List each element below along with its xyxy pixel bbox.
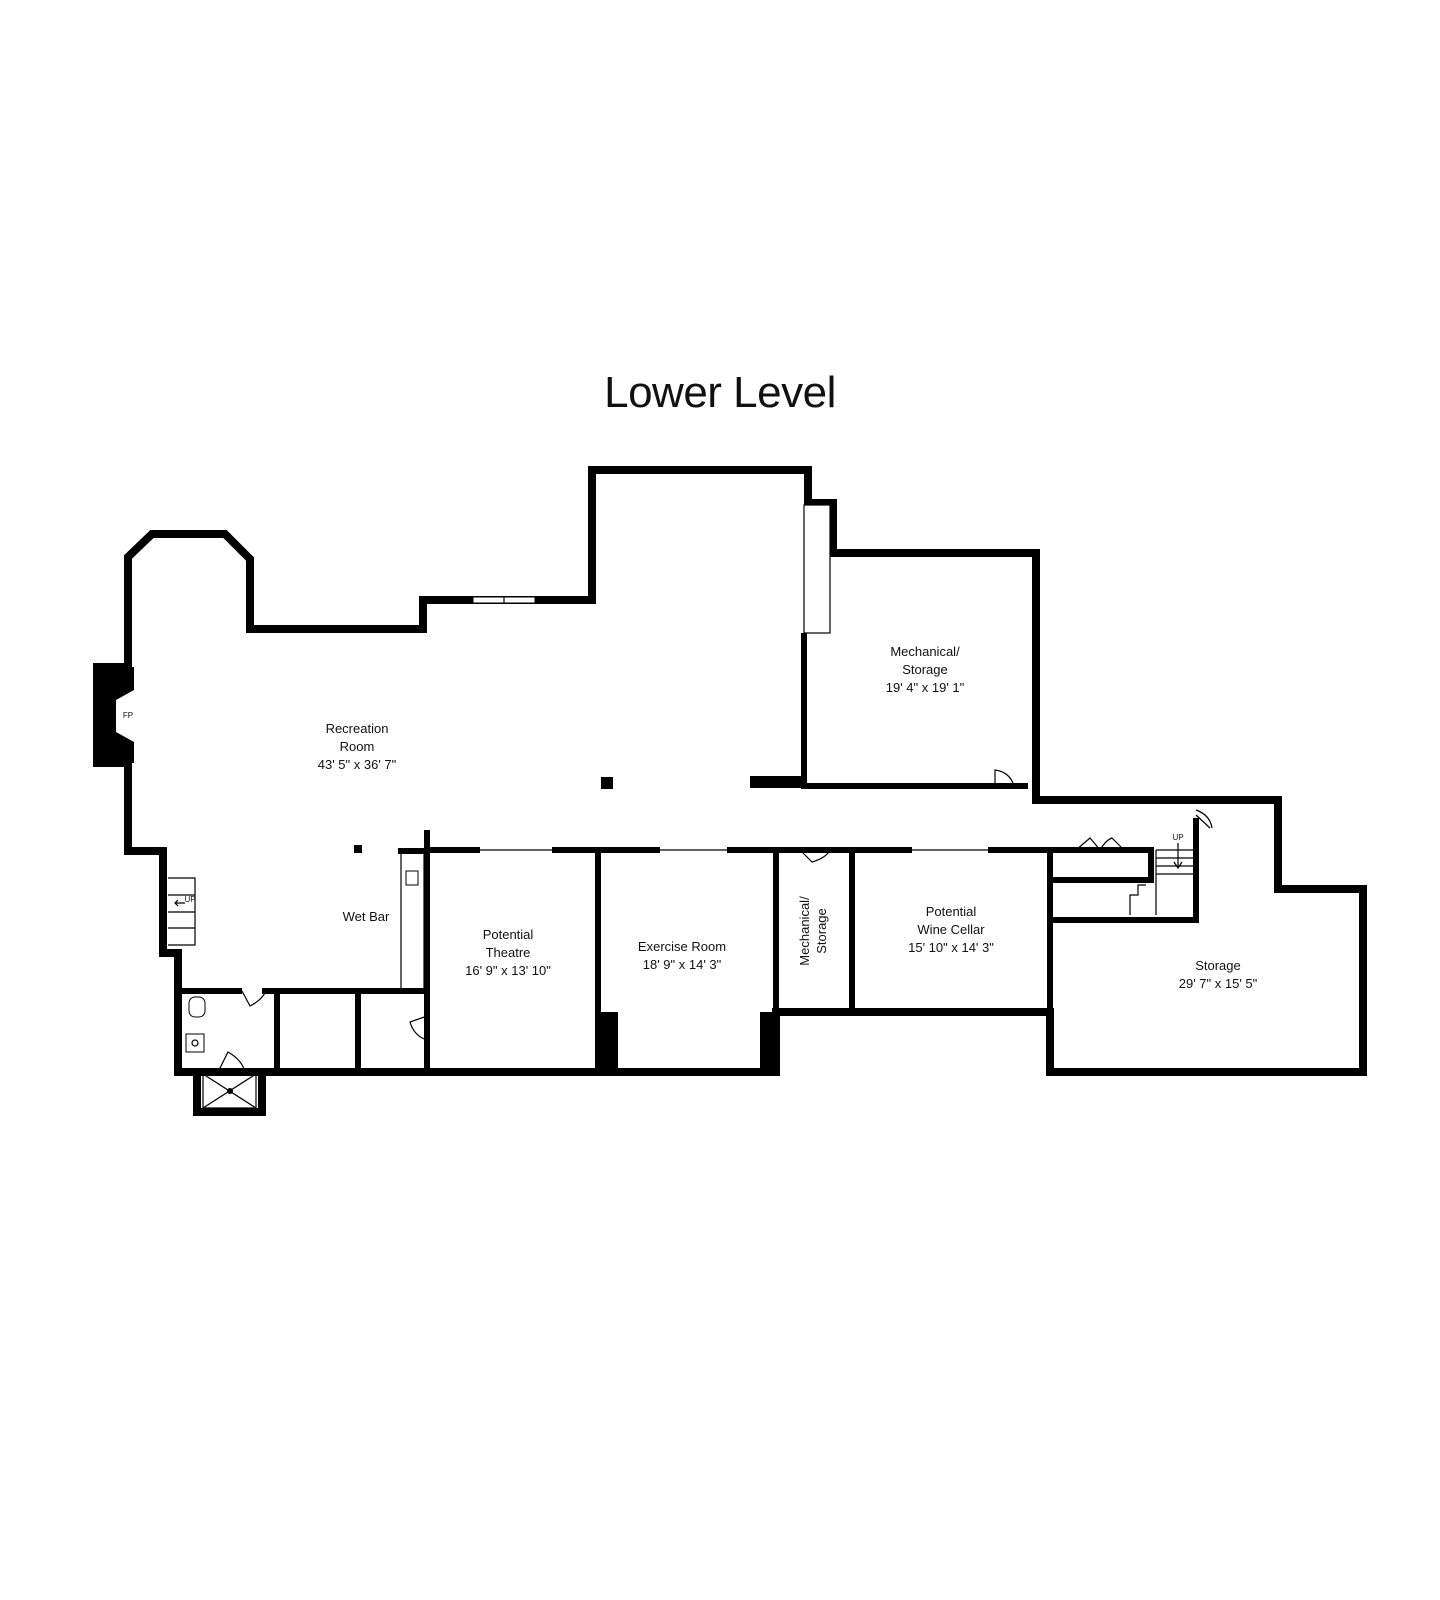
page-title: Lower Level: [604, 368, 836, 417]
stairs-icon: [168, 877, 196, 946]
door-swing: [241, 990, 267, 1007]
arrow-icon: [174, 899, 185, 907]
room-name: Potential: [483, 927, 534, 942]
stair-wall: [1050, 850, 1154, 883]
room-name: Room: [340, 739, 375, 754]
sink-icon: [405, 870, 419, 886]
wall-block: [760, 1012, 780, 1072]
room-name: Theatre: [486, 945, 531, 960]
stair-wall: [1050, 818, 1199, 923]
room-dims: 18' 9" x 14' 3": [643, 957, 722, 972]
room-name: Mechanical/: [890, 644, 960, 659]
wall-block: [750, 776, 804, 788]
column: [354, 845, 362, 853]
room-name: Storage: [1195, 958, 1241, 973]
door-swing: [994, 769, 1015, 787]
room-dims: 19' 4" x 19' 1": [886, 680, 965, 695]
column: [601, 777, 613, 789]
shower-wall: [193, 1072, 266, 1116]
wall-block: [598, 1012, 618, 1072]
corridor-wall: [427, 847, 1154, 878]
room-name: Wet Bar: [343, 909, 390, 924]
room-name: Wine Cellar: [917, 922, 985, 937]
room-dims: 43' 5" x 36' 7": [318, 757, 397, 772]
stairs-up-label: UP: [1172, 833, 1183, 842]
vanity-icon: [185, 1033, 205, 1053]
stairs-up-label: UP: [184, 895, 195, 904]
room-name: Potential: [926, 904, 977, 919]
exterior-wall: [93, 466, 1367, 1076]
fireplace-icon: [97, 667, 134, 763]
room-name: Storage: [902, 662, 948, 677]
door-swing: [1195, 809, 1213, 829]
room-dims: 16' 9" x 13' 10": [465, 963, 551, 978]
stairs-icon: [1129, 884, 1146, 915]
room-name: Storage: [814, 908, 829, 954]
stairs-icon: [1155, 843, 1196, 915]
door-swing: [799, 849, 831, 863]
room-name: Mechanical/: [797, 896, 812, 966]
fireplace-label: FP: [123, 711, 133, 720]
room-name: Recreation: [326, 721, 389, 736]
wall-bumpout: [803, 504, 831, 634]
room-name: Exercise Room: [638, 939, 726, 954]
door-swing: [217, 1051, 246, 1073]
room-dims: 15' 10" x 14' 3": [908, 940, 994, 955]
toilet-icon: [188, 996, 206, 1018]
double-door-swing: [1075, 837, 1125, 851]
door-swing: [409, 1015, 428, 1041]
room-dims: 29' 7" x 15' 5": [1179, 976, 1258, 991]
